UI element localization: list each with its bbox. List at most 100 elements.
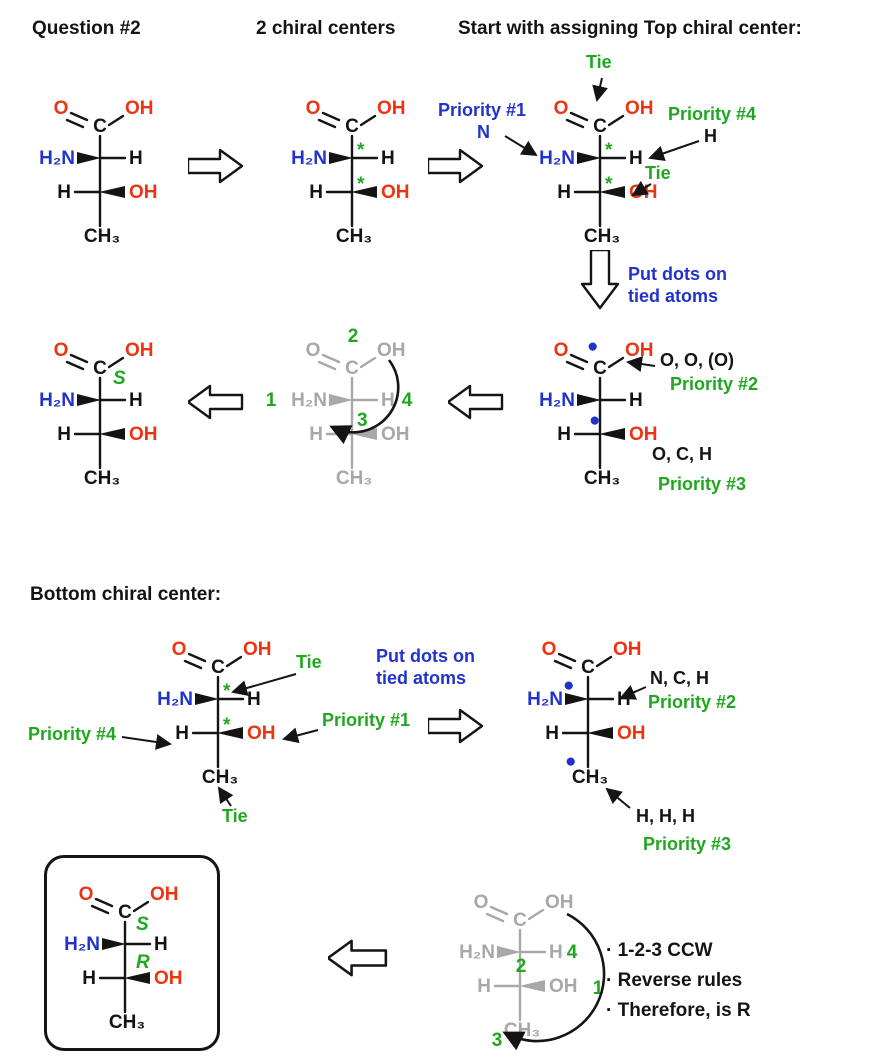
- atom-c: C: [118, 902, 132, 923]
- flow-arrow-right-3: [428, 708, 484, 744]
- molecule-8-dots-bottom: O OH C H₂N H H OH CH₃ ● ●: [527, 639, 646, 788]
- atom-oh: OH: [381, 182, 410, 203]
- atom-oh: OH: [377, 98, 406, 119]
- atom-h: H: [82, 968, 96, 989]
- molecule-4-dots-top: O OH C H₂N H H OH CH₃ ● ●: [539, 336, 658, 489]
- bonds: [65, 353, 127, 470]
- rotation-arrow: [502, 912, 606, 1051]
- atom-c: C: [513, 910, 527, 931]
- molecule-3-top-priorities: O OH C H₂N H H OH CH₃ * *: [539, 98, 658, 247]
- atom-o: O: [54, 98, 69, 119]
- priority4-label-bottom: Priority #4: [28, 724, 117, 744]
- bullet-result: · Therefore, is R: [606, 1000, 751, 1021]
- atom-o: O: [554, 340, 569, 361]
- atom-o: O: [54, 340, 69, 361]
- atom-h2n: H₂N: [64, 934, 100, 955]
- chiral-asterisk: *: [357, 140, 365, 161]
- atom-o: O: [542, 639, 557, 660]
- atom-o: O: [172, 639, 187, 660]
- priority-number-2: 2: [348, 326, 359, 347]
- bonds: [565, 353, 627, 470]
- chiral-asterisk: *: [605, 140, 613, 161]
- atom-h: H: [247, 689, 261, 710]
- atom-o: O: [474, 892, 489, 913]
- atom-oh: OH: [381, 424, 410, 445]
- put-dots-note-bottom: Put dots on tied atoms: [376, 646, 475, 689]
- atom-oh: OH: [617, 723, 646, 744]
- chiral-asterisk: *: [357, 174, 365, 195]
- atom-c: C: [581, 657, 595, 678]
- atom-h2n: H₂N: [291, 148, 327, 169]
- stereo-label-r: R: [136, 952, 150, 973]
- molecule-7-bottom-priorities: O OH C H₂N H H OH CH₃ * *: [157, 639, 276, 788]
- atom-c: C: [93, 116, 107, 137]
- put-dots-line2: tied atoms: [628, 285, 719, 306]
- atom-oh: OH: [247, 723, 276, 744]
- atom-oh: OH: [129, 424, 158, 445]
- stereo-label-s: S: [113, 368, 126, 389]
- priority1-label-bottom: Priority #1: [322, 710, 411, 730]
- priority3-label-bottom: Priority #3: [643, 834, 732, 854]
- atom-ch3: CH₃: [336, 226, 372, 247]
- priority-number-2: 2: [516, 956, 527, 977]
- molecule-10-gray-numbered: O OH C H₂N H H OH CH₃ 2 4 1 3: [459, 892, 606, 1051]
- molecule-2-asterisks: O OH C H₂N H H OH CH₃ * *: [291, 98, 410, 247]
- priority-number-3: 3: [357, 410, 368, 431]
- tied-atom-dot: ●: [565, 751, 576, 772]
- p3-substituents-top: O, C, H: [652, 444, 713, 464]
- molecule-9-final-sr: O OH C H₂N H H OH CH₃ S R: [64, 884, 182, 1033]
- flow-arrow-down: [580, 250, 620, 310]
- atom-ch3: CH₃: [109, 1012, 145, 1033]
- hydrogen-label: H: [704, 126, 717, 146]
- atom-oh: OH: [243, 639, 272, 660]
- atom-c: C: [345, 116, 359, 137]
- bonds: [485, 905, 547, 1022]
- bullet-reverse: · Reverse rules: [606, 970, 743, 991]
- atom-h2n: H₂N: [157, 689, 193, 710]
- put-dots-line1: Put dots on: [628, 264, 727, 284]
- start-top-header: Start with assigning Top chiral center:: [458, 18, 802, 39]
- priority-number-3: 3: [492, 1030, 503, 1051]
- atom-h: H: [617, 689, 631, 710]
- priority-number-1: 1: [593, 978, 604, 999]
- flow-arrow-left-2: [188, 384, 244, 420]
- atom-h: H: [57, 424, 71, 445]
- atom-oh: OH: [613, 639, 642, 660]
- atom-h: H: [545, 723, 559, 744]
- put-dots-line2: tied atoms: [376, 667, 467, 688]
- atom-h: H: [154, 934, 168, 955]
- tie-label-bottom-bottom: Tie: [222, 806, 248, 826]
- molecule-6-result-s: O OH C H₂N H H OH CH₃ S: [39, 340, 158, 489]
- flow-arrow-right-2: [428, 148, 484, 184]
- priority-number-4: 4: [402, 390, 413, 411]
- atom-oh: OH: [629, 424, 658, 445]
- atom-ch3: CH₃: [84, 226, 120, 247]
- atom-oh: OH: [150, 884, 179, 905]
- atom-c: C: [211, 657, 225, 678]
- atom-c: C: [345, 358, 359, 379]
- flow-arrow-left-1: [448, 384, 504, 420]
- atom-h: H: [381, 148, 395, 169]
- atom-h2n: H₂N: [459, 942, 495, 963]
- stereo-label-s: S: [136, 914, 149, 935]
- atom-h: H: [549, 942, 563, 963]
- atom-oh: OH: [377, 340, 406, 361]
- chiral-asterisk: *: [605, 174, 613, 195]
- atom-h: H: [629, 148, 643, 169]
- atom-o: O: [306, 98, 321, 119]
- atom-oh: OH: [629, 182, 658, 203]
- bonds: [90, 897, 152, 1014]
- atom-ch3: CH₃: [584, 226, 620, 247]
- tie-label-bottom-top: Tie: [296, 652, 322, 672]
- atom-h: H: [629, 390, 643, 411]
- atom-oh: OH: [549, 976, 578, 997]
- atom-h: H: [309, 424, 323, 445]
- p2-substituents-top: O, O, (O): [660, 350, 734, 370]
- tie-label-right: Tie: [645, 163, 671, 183]
- answer-box: [44, 855, 220, 1051]
- atom-h: H: [381, 390, 395, 411]
- atom-ch3: CH₃: [572, 767, 608, 788]
- chiral-asterisk: *: [223, 681, 231, 702]
- flow-arrow-left-3: [328, 939, 388, 977]
- bonds: [565, 111, 627, 228]
